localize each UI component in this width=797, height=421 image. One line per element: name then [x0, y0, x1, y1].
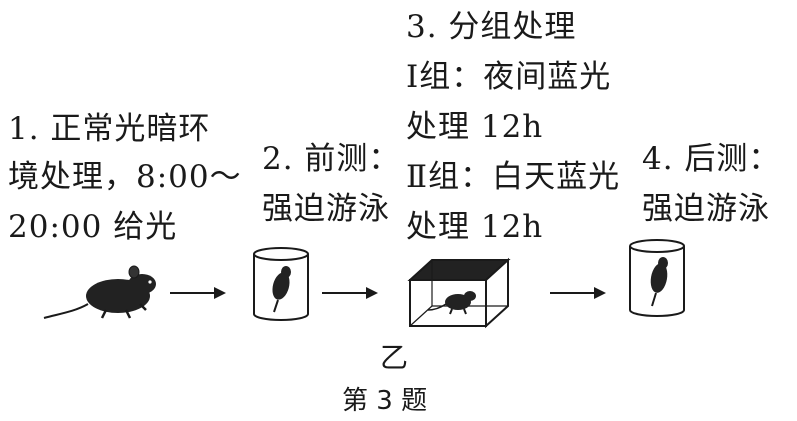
figure-label: 乙	[380, 341, 409, 374]
swim-cylinder-icon	[629, 239, 685, 317]
step2-line-2: 强迫游泳	[262, 191, 390, 227]
step3-line-4: Ⅱ组：白天蓝光	[406, 159, 621, 195]
step3-line-5: 处理 12h	[406, 209, 544, 245]
light-box-icon	[407, 257, 511, 329]
arrow-right-icon	[170, 287, 226, 299]
arrow-right-icon	[322, 287, 378, 299]
arrow-right-icon	[550, 287, 606, 299]
step1-line-1: 1. 正常光暗环	[8, 111, 211, 147]
question-caption: 第 3 题	[342, 386, 428, 416]
step4-line-2: 强迫游泳	[642, 191, 770, 227]
step1-line-3: 20:00 给光	[8, 209, 178, 245]
mouse-icon	[43, 265, 156, 319]
step3-line-1: 3. 分组处理	[406, 9, 577, 45]
step2-line-1: 2. 前测：	[262, 141, 401, 177]
step3-line-2: Ⅰ组：夜间蓝光	[406, 59, 612, 95]
step4-line-1: 4. 后测：	[642, 141, 781, 177]
step1-line-2: 境处理，8:00～	[8, 159, 242, 195]
swim-cylinder-icon	[253, 247, 309, 321]
step3-line-3: 处理 12h	[406, 109, 544, 145]
